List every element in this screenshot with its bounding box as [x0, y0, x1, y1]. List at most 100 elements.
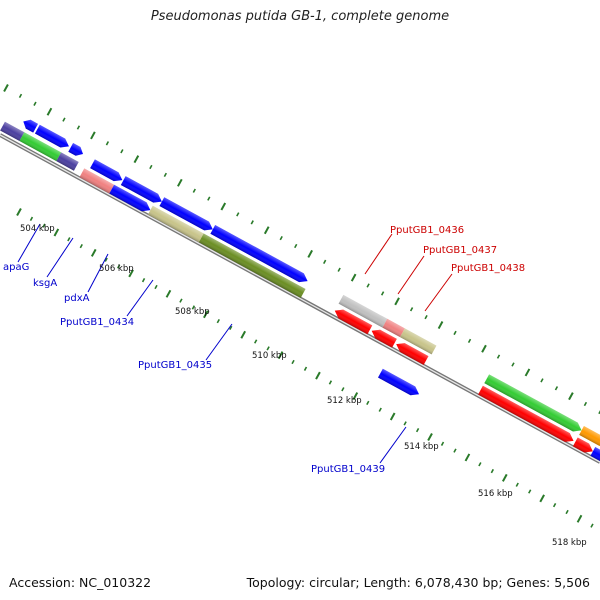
inner-tick: [90, 248, 97, 257]
inner-tick: [203, 310, 209, 319]
inner-tick: [590, 523, 594, 528]
inner-tick: [515, 482, 519, 487]
inner-tick: [216, 318, 220, 324]
gene-PputGB1_0437-shade: [382, 318, 405, 338]
outer-tick: [149, 164, 153, 170]
inner-tick: [389, 412, 396, 421]
gene-PputGB1_0435-shade: [198, 233, 306, 298]
inner-tick: [501, 473, 508, 482]
inner-tick: [303, 366, 308, 371]
inner-tick: [141, 278, 146, 283]
gene-green-1-shade: [19, 132, 62, 162]
gene-label-PputGB1_0438[interactable]: PputGB1_0438: [451, 263, 525, 274]
inner-tick: [104, 257, 108, 262]
tick-label-506: 506 kbp: [99, 264, 134, 274]
inner-tick: [154, 284, 158, 290]
gene-pdxA-shade: [109, 184, 151, 212]
inner-tick: [440, 441, 445, 446]
inner-tick: [528, 489, 532, 494]
inner-tick: [277, 351, 284, 360]
gene-blue-right-shade: [590, 447, 600, 463]
inner-tick: [128, 269, 134, 278]
gene-green-right-shade: [484, 374, 582, 432]
gene-ksgA-region-shade: [90, 159, 123, 182]
gene-top-1-shade: [23, 119, 38, 133]
outer-tick: [511, 362, 515, 367]
connector-PputGB1_0438: [424, 273, 453, 312]
connector-PputGB1_0436: [364, 233, 393, 275]
connector-PputGB1_0437: [397, 255, 425, 295]
outer-tick: [236, 212, 240, 217]
inner-tick: [179, 298, 183, 303]
gene-label-PputGB1_0436[interactable]: PputGB1_0436: [390, 225, 464, 236]
tick-label-518: 518 kbp: [552, 538, 587, 548]
outer-tick: [279, 235, 283, 241]
gene-blue-4-shade: [210, 224, 308, 283]
inner-tick: [576, 514, 583, 523]
inner-tick: [378, 407, 382, 412]
tick-label-510: 510 kbp: [252, 351, 287, 361]
outer-tick: [177, 178, 183, 187]
gene-label-ksgA[interactable]: ksgA: [33, 278, 57, 289]
outer-tick: [453, 330, 457, 336]
outer-tick: [33, 101, 37, 106]
label-connectors: [17, 223, 453, 464]
gene-top-2-shade: [34, 124, 69, 148]
outer-tick: [583, 401, 588, 407]
inner-tick: [565, 509, 569, 515]
outer-tick: [337, 267, 341, 272]
outer-tick: [350, 273, 357, 282]
inner-tick: [29, 216, 34, 221]
gene-top-3-shade: [68, 142, 84, 156]
connector-ksgA: [46, 237, 74, 278]
outer-tick: [554, 386, 559, 391]
gene-label-pdxA[interactable]: pdxA: [64, 293, 90, 304]
outer-tick: [394, 297, 400, 306]
inner-tick: [191, 305, 196, 310]
connector-PputGB1_0435: [205, 323, 233, 361]
gene-label-apaG[interactable]: apaG: [3, 262, 29, 273]
outer-tick: [3, 84, 9, 92]
inner-tick: [464, 453, 471, 462]
inner-tick: [328, 380, 333, 385]
outer-tick: [380, 291, 385, 296]
gene-PputGB1_0439-shade: [378, 368, 420, 396]
outer-tick: [263, 226, 270, 235]
gene-red-right-shade: [478, 385, 574, 442]
outer-tick: [294, 243, 298, 249]
outer-tick: [307, 249, 313, 258]
outer-tick: [481, 344, 487, 353]
outer-tick: [220, 202, 227, 211]
gene-label-PputGB1_0437[interactable]: PputGB1_0437: [423, 245, 497, 256]
outer-tick: [424, 314, 428, 320]
outer-tick: [409, 307, 414, 312]
gene-label-PputGB1_0434[interactable]: PputGB1_0434: [60, 317, 134, 328]
gene-blue-3-shade: [159, 197, 213, 231]
connector-pdxA: [87, 253, 109, 293]
outer-tick: [437, 321, 444, 330]
gene-labels[interactable]: apaG ksgA pdxA PputGB1_0434 PputGB1_0435…: [3, 225, 525, 475]
outer-tick: [467, 338, 472, 343]
tick-label-504: 504 kbp: [20, 224, 55, 234]
inner-tick: [266, 346, 270, 351]
connector-apaG: [17, 223, 41, 263]
inner-tick: [453, 448, 457, 453]
gene-apaG-band-shade: [0, 121, 25, 142]
gene-label-PputGB1_0439[interactable]: PputGB1_0439: [311, 464, 385, 475]
gene-red-right-2-shade: [572, 437, 593, 453]
genome-backbone: [0, 133, 600, 464]
outer-tick: [133, 155, 140, 164]
outer-tick: [105, 141, 110, 146]
outer-tick: [76, 125, 81, 130]
outer-tick: [323, 259, 327, 264]
gene-PputGB1_0436-shade: [338, 294, 388, 328]
outer-tick: [496, 354, 501, 359]
inner-tick: [53, 228, 60, 237]
inner-tick: [254, 339, 258, 344]
inner-tick: [552, 503, 557, 508]
outer-tick: [568, 392, 574, 401]
gene-red-3-shade: [396, 343, 429, 365]
gene-purple-1-shade: [56, 152, 79, 171]
gene-label-PputGB1_0435[interactable]: PputGB1_0435: [138, 360, 212, 371]
